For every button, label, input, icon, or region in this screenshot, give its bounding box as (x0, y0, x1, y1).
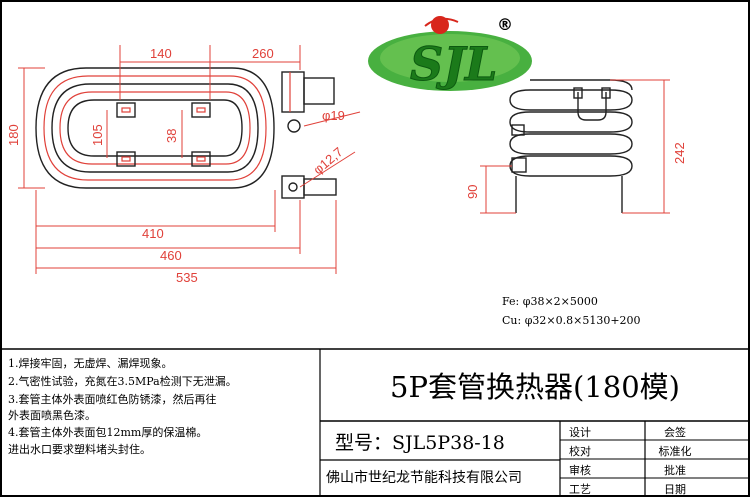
drawing-title: 5P套管换热器(180模) (390, 370, 680, 404)
dim-535: 535 (176, 270, 198, 285)
company-name: 佛山市世纪龙节能科技有限公司 (326, 470, 522, 486)
label-process: 工艺 (569, 483, 591, 496)
dim-90: 90 (465, 185, 480, 199)
dim-phi19: φ19 (322, 108, 345, 123)
bracket-tl (116, 102, 136, 118)
dim-180: 180 (6, 124, 21, 146)
bracket-bl (116, 151, 136, 167)
bracket-tr (191, 102, 211, 118)
logo-text: SJL (410, 37, 497, 91)
dim-460: 460 (160, 248, 182, 263)
dim-242: 242 (672, 142, 687, 164)
dim-260: 260 (252, 46, 274, 61)
title-block-grid (2, 348, 748, 496)
label-design: 设计 (569, 426, 591, 439)
coil-outer (35, 67, 275, 189)
note-2: 2.气密性试验，充氮在3.5MPa检测下无泄漏。 (8, 375, 237, 388)
label-approve: 批准 (664, 464, 686, 477)
dim-38: 38 (164, 129, 179, 143)
label-check: 校对 (569, 445, 591, 458)
dim-410: 410 (142, 226, 164, 241)
side-view (480, 79, 670, 214)
spec-cu: Cu: φ32×0.8×5130+200 (502, 314, 641, 327)
note-5: 进出水口要求塑料堵头封住。 (8, 443, 151, 456)
company-logo: SJL ® (368, 15, 532, 92)
note-3: 3.套管主体外表面喷红色防锈漆，然后再往 (8, 393, 217, 406)
note-1: 1.焊接牢固，无虚焊、漏焊现象。 (8, 357, 173, 370)
phi19-port (287, 119, 301, 133)
label-countersign: 会签 (664, 426, 686, 439)
bracket-br (191, 151, 211, 167)
outlet-top-fitting (281, 71, 305, 113)
trademark-mark: ® (497, 15, 513, 34)
label-standardization: 标准化 (658, 445, 692, 458)
note-4: 4.套管主体外表面包12mm厚的保温棉。 (8, 426, 208, 439)
note-3-cont: 外表面喷黑色漆。 (8, 409, 96, 422)
spec-fe: Fe: φ38×2×5000 (502, 295, 598, 308)
model-number: 型号：SJL5P38-18 (335, 432, 505, 454)
dim-105: 105 (90, 124, 105, 146)
label-date: 日期 (664, 483, 686, 496)
plan-view (18, 45, 361, 274)
dim-140: 140 (150, 46, 172, 61)
label-review: 审核 (569, 464, 591, 477)
